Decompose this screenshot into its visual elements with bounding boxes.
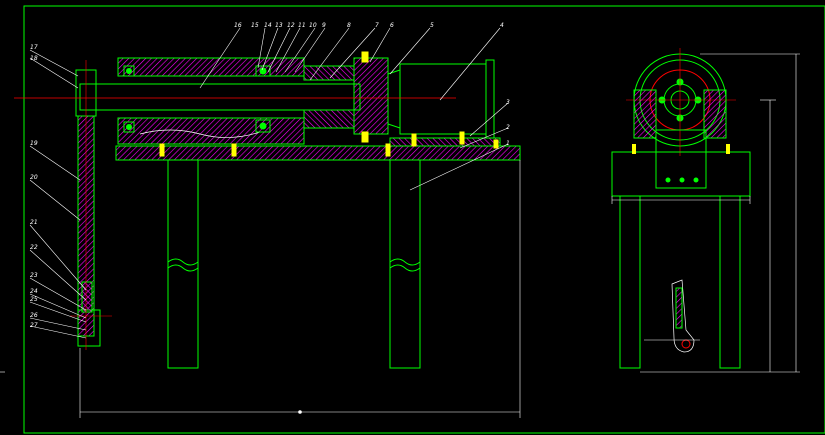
label-16: 16 xyxy=(234,22,242,29)
leader-lines xyxy=(29,27,509,339)
front-view: 1 2 3 4 5 6 7 8 9 10 11 12 13 14 15 16 1… xyxy=(14,22,521,418)
label-12: 12 xyxy=(287,22,295,29)
left-leg xyxy=(167,159,199,369)
label-4: 4 xyxy=(500,22,504,29)
label-27: 27 xyxy=(30,322,38,329)
side-view xyxy=(611,48,800,373)
main-shaft xyxy=(79,83,361,111)
label-8: 8 xyxy=(347,22,351,29)
label-1: 1 xyxy=(506,140,510,147)
label-21: 21 xyxy=(30,219,38,226)
side-base xyxy=(611,151,751,197)
label-23: 23 xyxy=(30,272,38,279)
base-plate xyxy=(115,145,521,161)
motor xyxy=(387,59,495,139)
label-2: 2 xyxy=(506,124,510,131)
hanging-arm xyxy=(671,279,695,353)
main-housing xyxy=(117,57,305,77)
label-22: 22 xyxy=(30,244,38,251)
label-26: 26 xyxy=(30,312,38,319)
side-legs xyxy=(619,195,741,369)
overall-dimension xyxy=(79,160,521,418)
right-bearing xyxy=(255,65,271,133)
part-labels: 1 2 3 4 5 6 7 8 9 10 11 12 13 14 15 16 1… xyxy=(30,22,510,329)
main-housing-lower xyxy=(117,117,305,145)
bolts xyxy=(159,51,499,157)
label-7: 7 xyxy=(375,22,379,29)
label-18: 18 xyxy=(30,55,38,62)
drawing-frame xyxy=(0,5,825,434)
label-14: 14 xyxy=(264,22,272,29)
label-19: 19 xyxy=(30,140,38,147)
label-15: 15 xyxy=(251,22,259,29)
label-17: 17 xyxy=(30,44,38,51)
right-leg xyxy=(389,159,421,369)
label-24: 24 xyxy=(30,288,38,295)
label-3: 3 xyxy=(506,99,510,106)
housing-break-line xyxy=(139,129,261,138)
coupling-block xyxy=(353,57,389,135)
label-6: 6 xyxy=(390,22,394,29)
label-10: 10 xyxy=(309,22,317,29)
label-20: 20 xyxy=(30,174,38,181)
bracket-plate xyxy=(655,129,707,189)
label-11: 11 xyxy=(298,22,306,29)
label-9: 9 xyxy=(322,22,326,29)
motor-base-plate xyxy=(389,137,501,147)
end-flange-lower xyxy=(303,109,355,129)
label-25: 25 xyxy=(30,296,38,303)
side-dimensions xyxy=(611,53,800,373)
label-5: 5 xyxy=(430,22,434,29)
label-13: 13 xyxy=(275,22,283,29)
left-bearing xyxy=(123,65,135,133)
